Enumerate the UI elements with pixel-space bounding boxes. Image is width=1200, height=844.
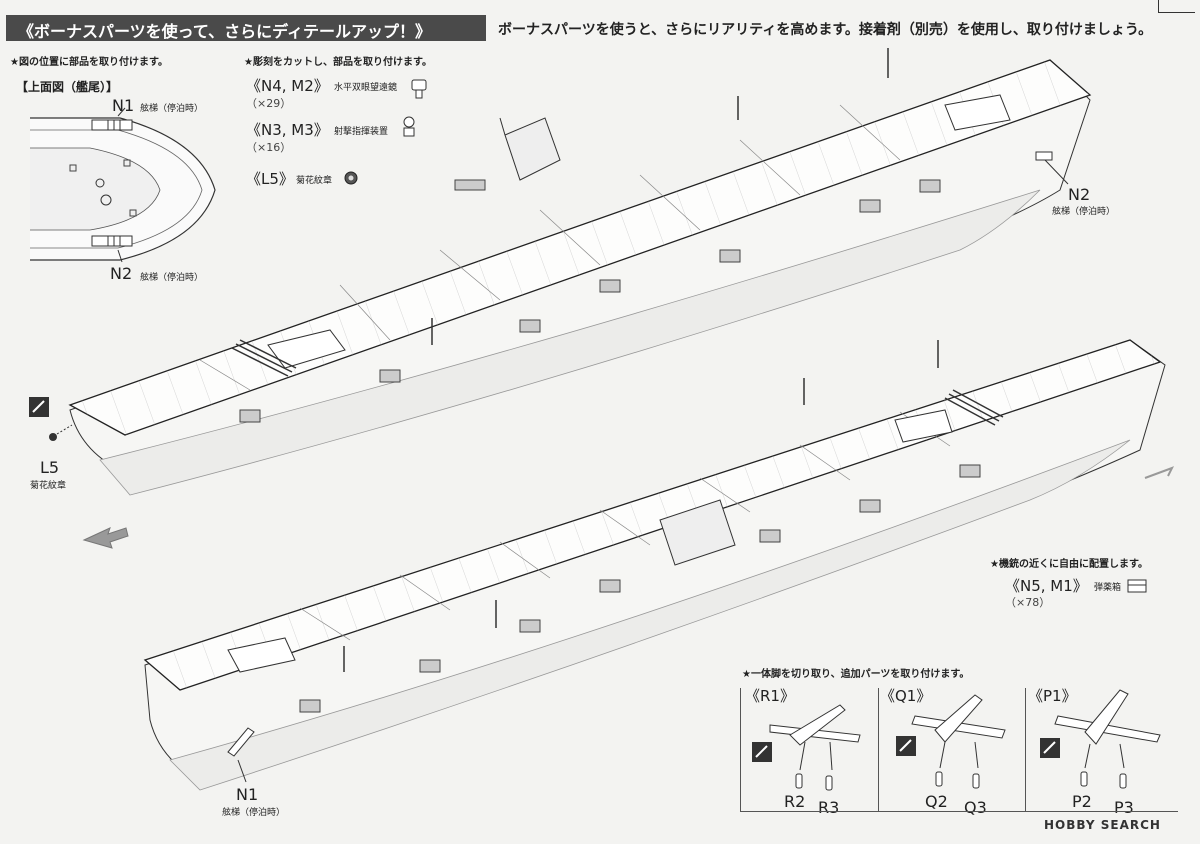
top-view-n1-code: N1: [112, 96, 135, 115]
aircraft-r1-title: 《R1》: [745, 687, 795, 705]
part-name-crest: 菊花紋章: [296, 176, 333, 186]
top-view-n2-code: N2: [110, 264, 133, 283]
aircraft-divider: [1025, 688, 1026, 812]
direction-arrow: [1144, 466, 1175, 479]
aircraft-q3-code: Q3: [964, 798, 987, 817]
aircraft-divider: [740, 688, 741, 812]
leg-note: ★一体脚を切り取り、追加パーツを取り付けます。: [742, 669, 970, 680]
header-description: ボーナスパーツを使うと、さらにリアリティを高めます。接着剤（別売）を使用し、取り…: [498, 22, 1153, 38]
aircraft-p1-title: 《P1》: [1028, 687, 1077, 705]
aircraft-p3-code: P3: [1114, 798, 1134, 817]
gun-note: ★機銃の近くに自由に配置します。: [990, 559, 1148, 570]
top-view-n1-label: 舷梯（停泊時）: [140, 104, 204, 114]
part-name-ammo: 弾薬箱: [1094, 583, 1122, 593]
part-qty-n3m3: （×16）: [246, 141, 292, 154]
part-code-n5m1: 《N5, M1》: [1005, 577, 1088, 595]
section-header: 《ボーナスパーツを使って、さらにディテールアップ！》 ボーナスパーツを使うと、さ…: [6, 15, 1194, 41]
top-view-n2-label: 舷梯（停泊時）: [140, 273, 204, 283]
part-qty-n4m2: （×29）: [246, 97, 292, 110]
callout-l5-code: L5: [40, 458, 60, 477]
header-title: 《ボーナスパーツを使って、さらにディテールアップ！》: [18, 22, 431, 41]
ammo-box-icon: [1127, 579, 1147, 593]
aircraft-box-bottom: [740, 811, 1178, 812]
aircraft-p1-drawing: [1040, 689, 1161, 789]
aircraft-r1-drawing: [752, 704, 861, 791]
top-view-title: 【上面図（艦尾）】: [16, 80, 119, 94]
director-icon: [403, 116, 415, 137]
part-name-binocular: 水平双眼望遠鏡: [334, 83, 398, 93]
aircraft-r3-code: R3: [818, 798, 840, 817]
lower-carrier-drawing: [143, 339, 1166, 791]
aircraft-q2-code: Q2: [925, 792, 948, 811]
part-code-n4m2: 《N4, M2》: [246, 77, 329, 95]
header-bar: 《ボーナスパーツを使って、さらにディテールアップ！》: [6, 15, 486, 41]
top-view-drawing: [30, 107, 216, 263]
corner-rule: [1158, 0, 1195, 13]
aircraft-r2-code: R2: [784, 792, 806, 811]
aircraft-q1-title: 《Q1》: [880, 687, 932, 705]
callout-n2-code: N2: [1068, 185, 1091, 204]
crest-icon: [344, 171, 358, 185]
aircraft-divider: [878, 688, 879, 812]
direction-arrow: [82, 527, 129, 549]
aircraft-q1-drawing: [896, 694, 1006, 789]
position-note: ★図の位置に部品を取り付けます。: [10, 57, 168, 68]
part-code-l5: 《L5》: [246, 170, 294, 188]
part-name-director: 射撃指揮装置: [334, 127, 389, 137]
upper-carrier-drawing: [29, 48, 1092, 496]
part-qty-n5m1: （×78）: [1005, 596, 1051, 609]
part-code-n3m3: 《N3, M3》: [246, 121, 329, 139]
aircraft-p2-code: P2: [1072, 792, 1092, 811]
carve-note: ★彫刻をカットし、部品を取り付けます。: [244, 57, 432, 68]
binocular-icon: [411, 79, 427, 99]
callout-n1-code: N1: [236, 785, 259, 804]
callout-l5-label: 菊花紋章: [30, 481, 67, 491]
callout-n1-label: 舷梯（停泊時）: [222, 808, 286, 818]
watermark: HOBBY SEARCH: [1044, 818, 1161, 832]
callout-n2-label: 舷梯（停泊時）: [1052, 207, 1116, 217]
